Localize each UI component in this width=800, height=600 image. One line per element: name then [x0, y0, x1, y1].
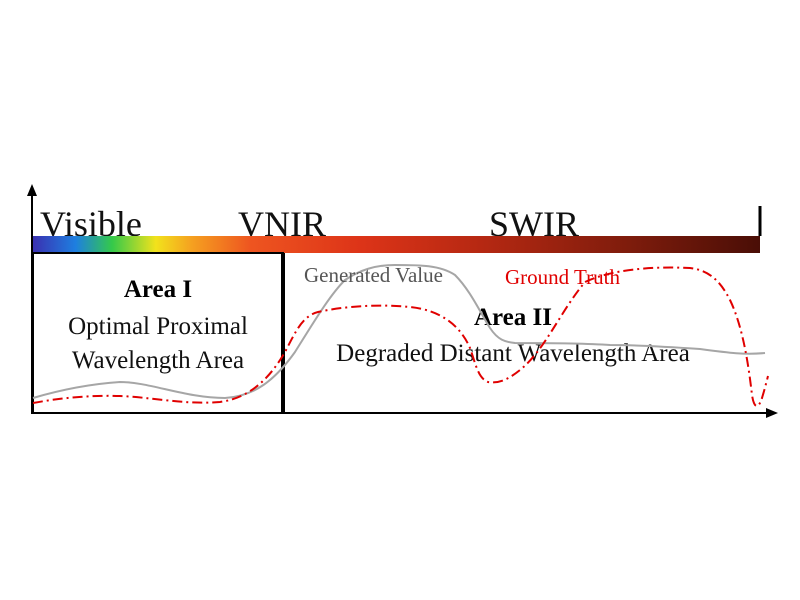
x-axis-arrow-icon	[766, 408, 778, 418]
generated-value-curve	[32, 263, 766, 400]
ground-truth-curve	[32, 266, 769, 407]
area-ii-line1: Degraded Distant Wavelength Area	[336, 340, 690, 367]
area-i-title: Area I	[124, 276, 192, 303]
legend-generated-value: Generated Value	[304, 263, 443, 287]
area-ii-title: Area II	[474, 304, 552, 331]
spectrum-bar	[32, 236, 760, 253]
legend-ground-truth: Ground Truth	[505, 265, 620, 289]
y-axis-arrow-icon	[27, 184, 37, 196]
area-i-line1: Optimal Proximal	[68, 313, 248, 340]
area-i-line2: Wavelength Area	[72, 347, 244, 374]
